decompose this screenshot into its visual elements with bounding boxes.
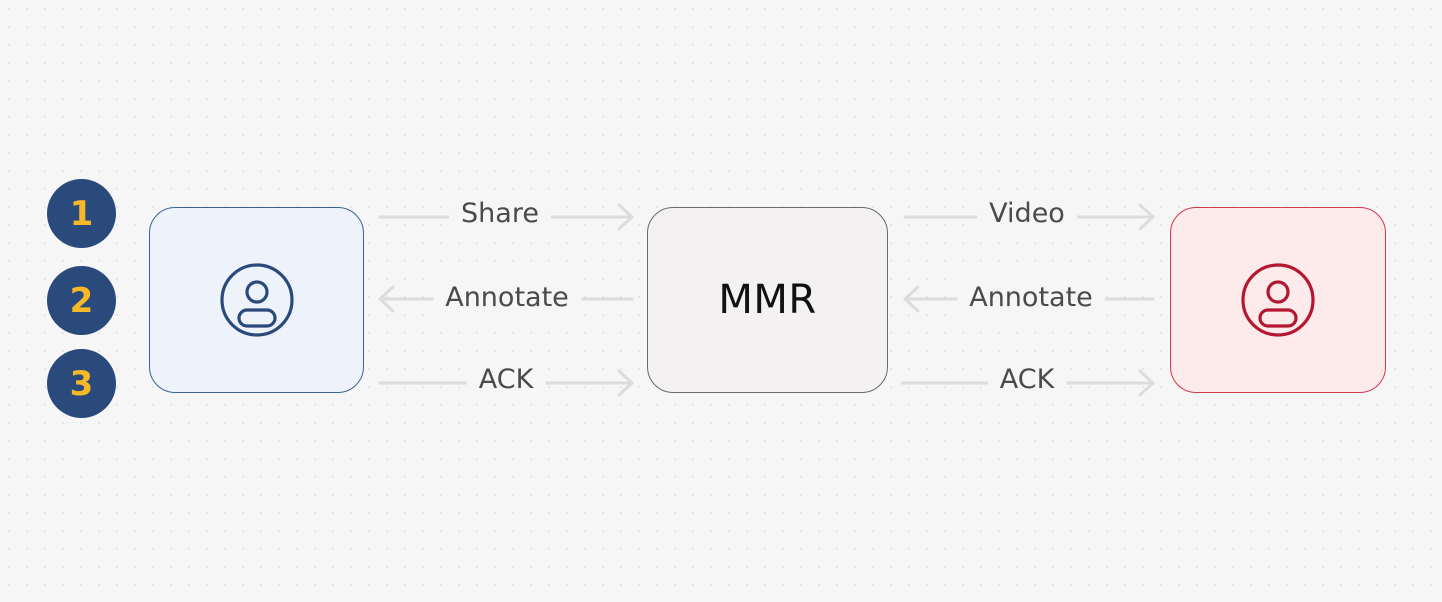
- share-arrow-head: [617, 203, 634, 231]
- step-3-badge: 3: [47, 349, 116, 418]
- annotate-left-label: Annotate: [433, 277, 581, 317]
- mmr-node: MMR: [647, 207, 888, 393]
- step-1-number: 1: [69, 193, 94, 234]
- video-label: Video: [977, 193, 1077, 233]
- mmr-label: MMR: [718, 277, 817, 323]
- sender-node: [149, 207, 364, 393]
- annotate-right-label: Annotate: [957, 277, 1105, 317]
- step-1-badge: 1: [47, 179, 116, 248]
- step-3-number: 3: [69, 363, 94, 404]
- ack-left-arrow-head: [617, 369, 634, 397]
- user-circle-icon: [219, 263, 294, 337]
- user-circle-icon: [1241, 263, 1315, 337]
- annotate-left-arrow-head: [378, 285, 395, 313]
- receiver-node: [1170, 207, 1386, 393]
- ack-right-arrow-head: [1138, 369, 1155, 397]
- step-2-badge: 2: [47, 266, 116, 335]
- share-label: Share: [449, 193, 551, 233]
- ack-left-label: ACK: [466, 359, 546, 399]
- annotate-right-arrow-head: [903, 285, 920, 313]
- video-arrow-head: [1138, 203, 1155, 231]
- step-2-number: 2: [69, 280, 94, 321]
- ack-right-label: ACK: [987, 359, 1067, 399]
